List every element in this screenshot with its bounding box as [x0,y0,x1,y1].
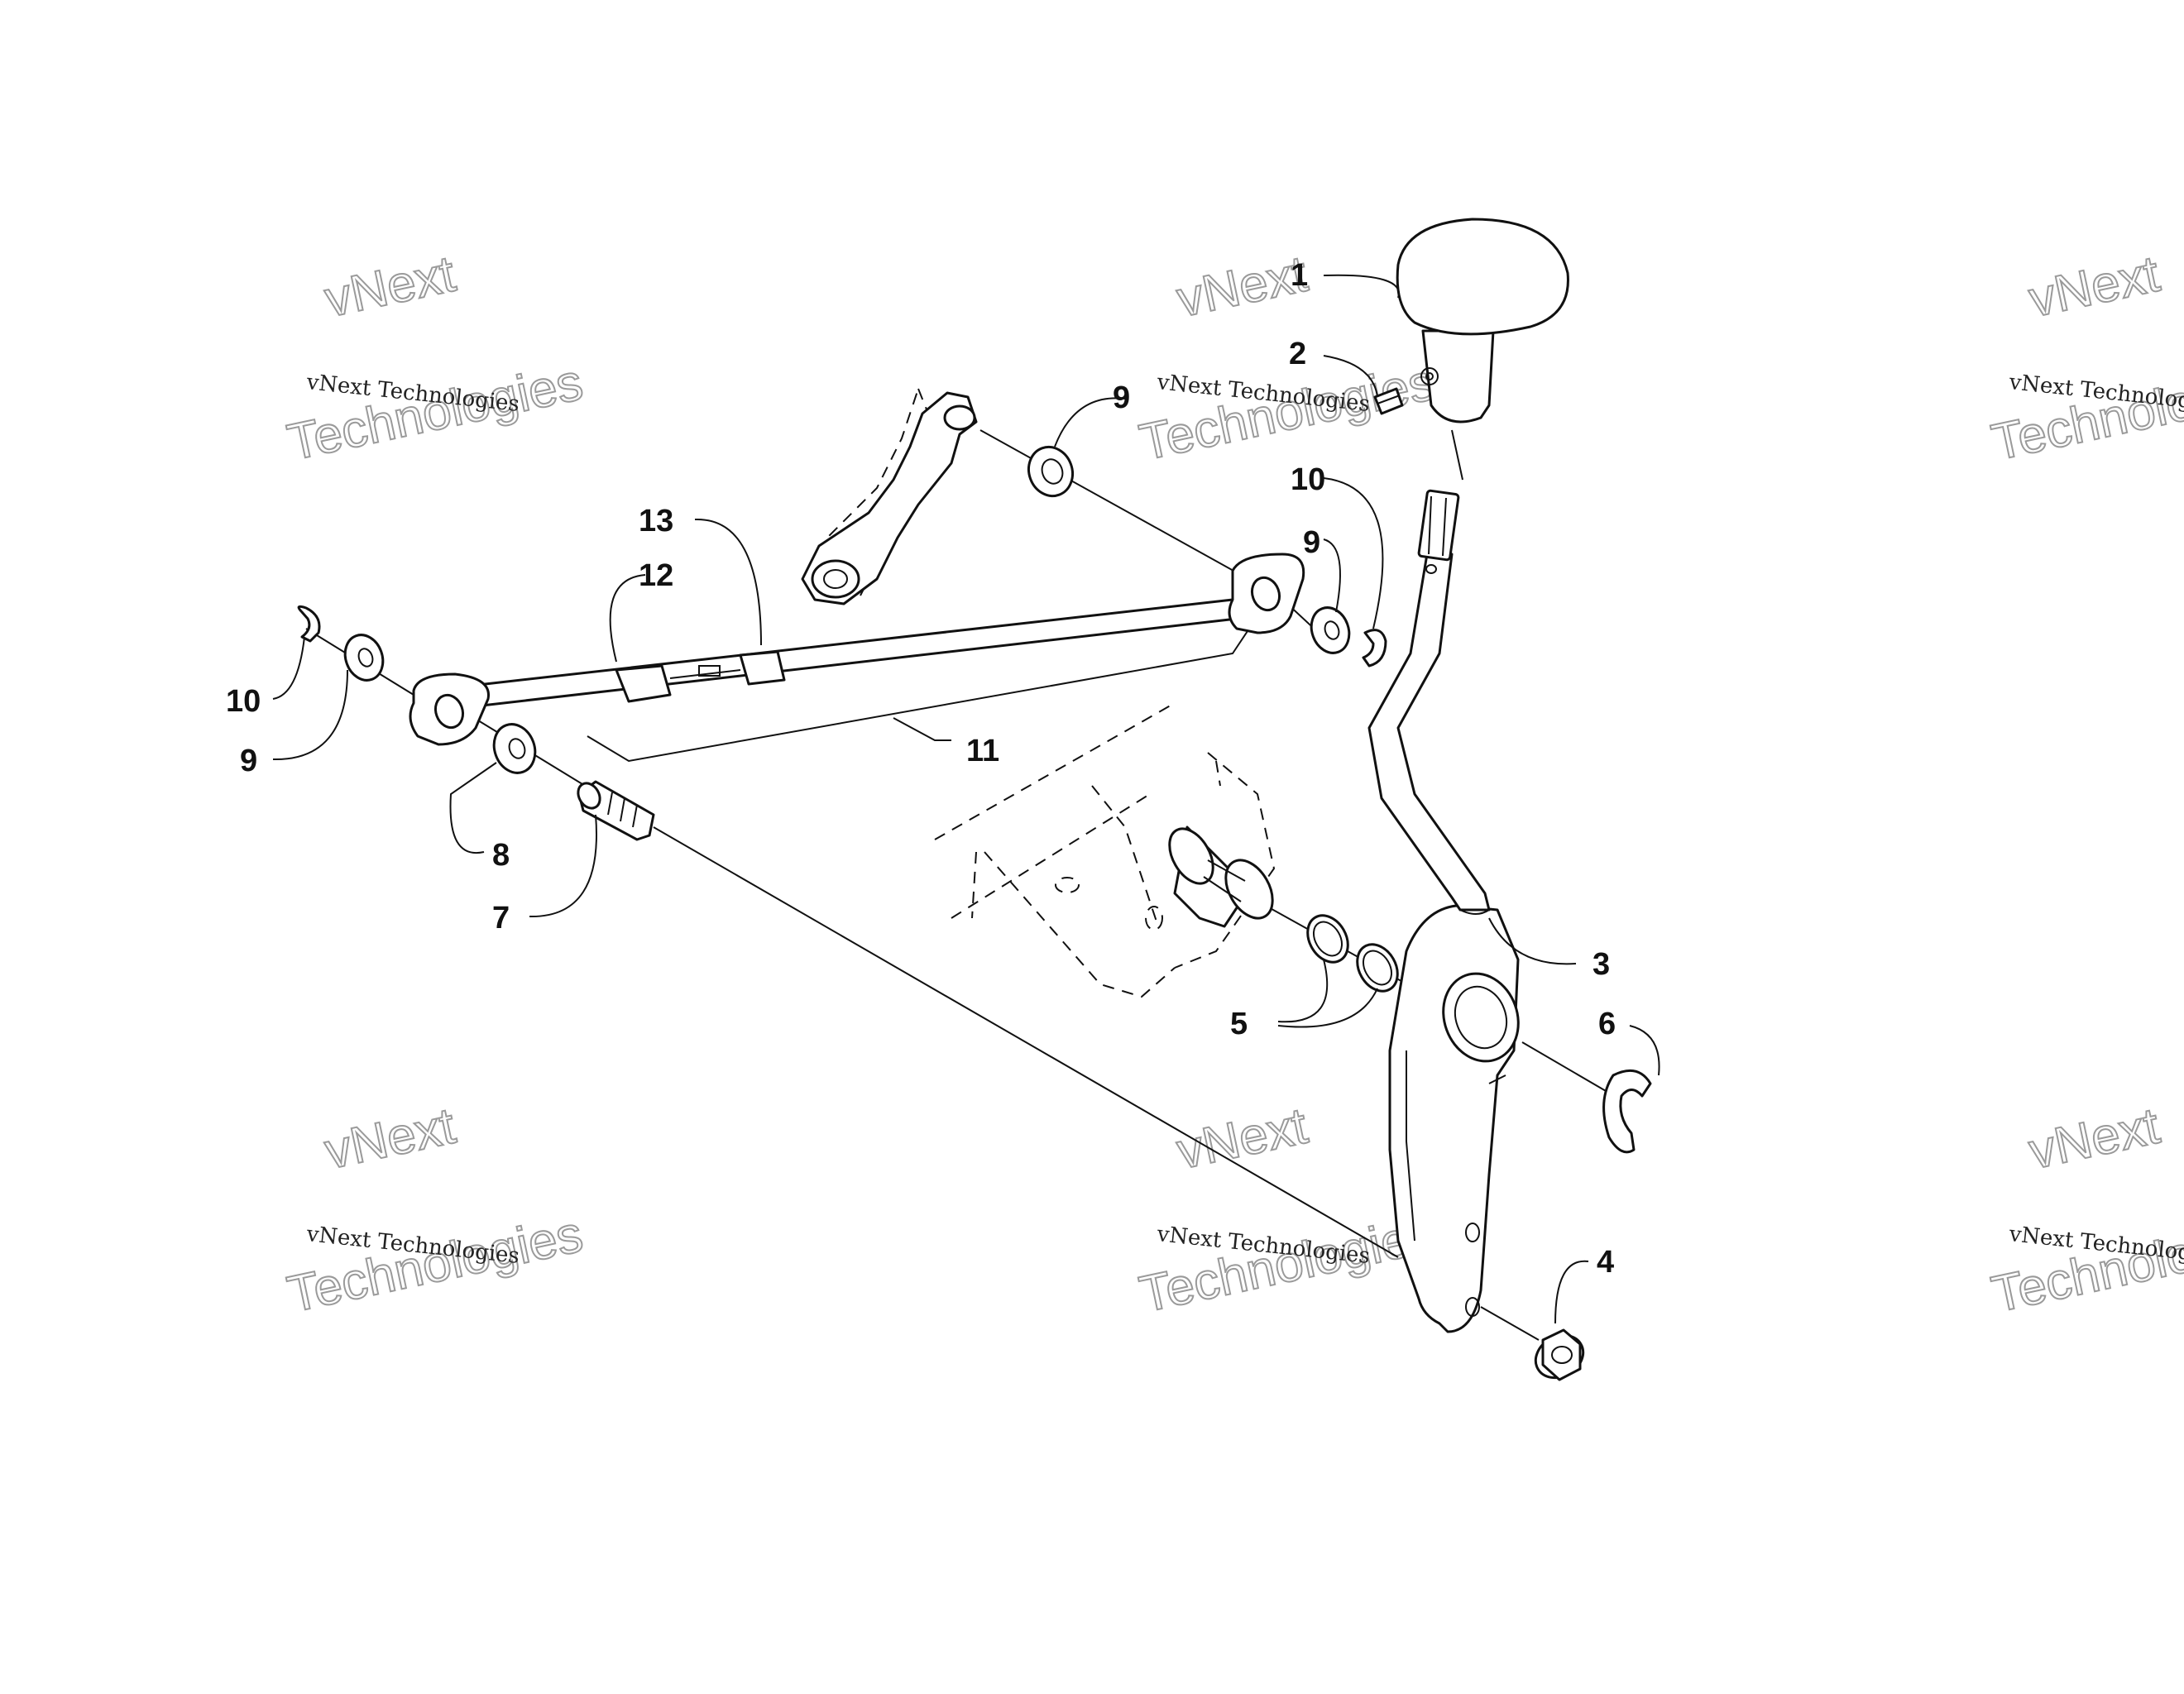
callout-1: 1 [1291,258,1308,293]
stud-bolt [577,780,655,841]
callouts: 1 2 3 4 5 6 7 8 9 9 9 10 10 11 12 13 [226,258,1616,1280]
callout-9-upper: 9 [1113,380,1130,415]
shift-arm [801,388,978,605]
callout-12: 12 [639,558,673,593]
callout-9-right: 9 [1303,525,1320,560]
callout-5: 5 [1230,1007,1248,1041]
callout-4: 4 [1597,1245,1614,1280]
watermark: vNext Technologies [282,245,588,473]
clip [297,605,321,643]
o-ring [1356,943,1399,993]
svg-text:Technologies: Technologies [1135,1205,1439,1323]
callout-7: 7 [492,901,510,936]
shift-knob [1396,218,1569,424]
callout-11: 11 [966,734,999,768]
callout-8: 8 [492,838,510,873]
leader-lines [272,274,1660,1324]
washer [1027,445,1074,498]
watermark: vNext Technologies [1986,1097,2184,1325]
callout-3: 3 [1592,947,1610,982]
callout-9-left: 9 [240,744,257,778]
shift-lever-arm [1388,904,1520,1333]
callout-6: 6 [1598,1007,1616,1041]
o-ring [1306,914,1349,964]
watermark: vNext Technologies [282,1097,588,1325]
washer [343,634,385,682]
watermark: vNext Technologies [1134,245,1440,473]
watermark: vNext Technologies [1986,245,2184,473]
callout-10-left: 10 [226,684,261,719]
clip [1362,629,1387,668]
frame-bracket [934,702,1276,998]
svg-text:vNext: vNext [2024,1098,2164,1180]
knob-screw [1373,387,1404,415]
lever-shaft [1367,489,1491,915]
callout-13: 13 [639,504,673,538]
flange-nut [1534,1328,1585,1381]
e-clip [1602,1069,1652,1154]
callout-10-right: 10 [1291,462,1325,497]
callout-2: 2 [1289,337,1306,371]
svg-text:vNext: vNext [320,1098,460,1180]
svg-text:Technologies: Technologies [1135,353,1439,471]
washer [492,723,537,774]
washer [1310,606,1351,654]
svg-text:vNext: vNext [2024,246,2164,328]
svg-text:vNext: vNext [320,246,460,328]
pivot-shaft [1168,825,1274,928]
shift-rod [409,553,1305,746]
